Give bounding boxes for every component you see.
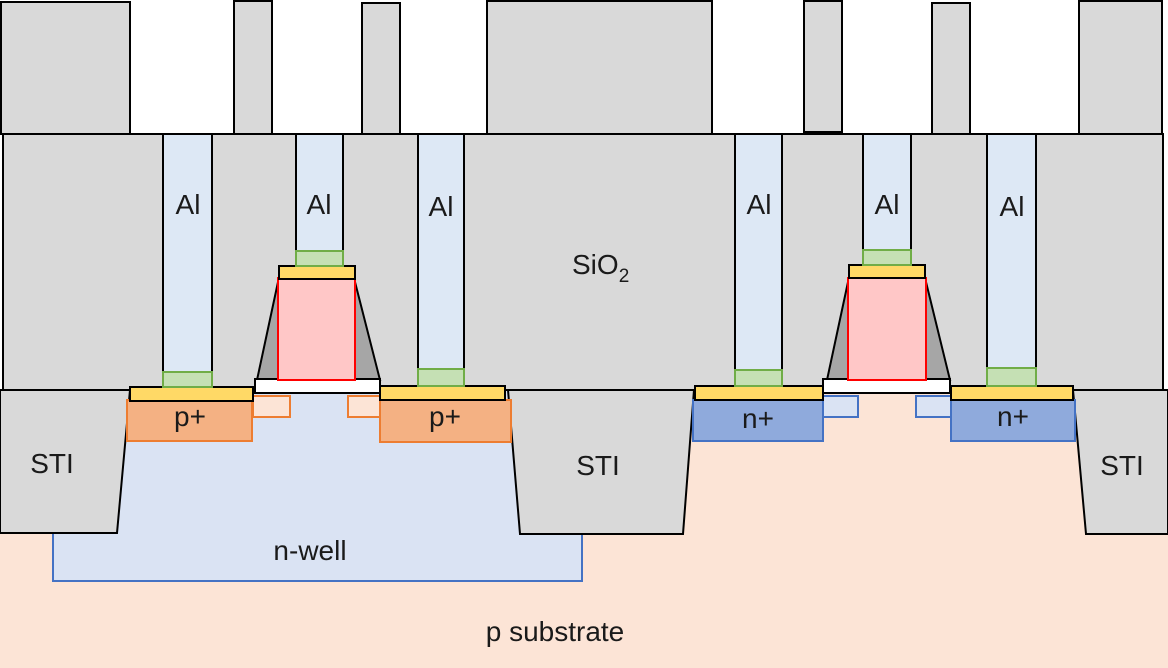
p-plus-label: p+ [174, 401, 206, 432]
gate-oxide [822, 378, 951, 394]
n-ldd-left [822, 395, 859, 418]
top-oxide-block [1078, 0, 1163, 135]
top-oxide-blocks [0, 0, 1163, 135]
top-oxide-block [931, 2, 971, 135]
barrier-layers [162, 249, 1037, 388]
aluminum-contact [734, 133, 783, 372]
top-oxide-block [233, 0, 273, 135]
silicide-pad [129, 386, 254, 402]
p-substrate-label: p substrate [486, 616, 625, 647]
aluminum-contact [862, 133, 912, 252]
silicide-pad [694, 385, 824, 401]
silicide-pad [950, 385, 1074, 401]
n-well-label: n-well [273, 535, 346, 566]
top-oxide-block [0, 1, 131, 135]
polysilicon-gate [277, 277, 356, 381]
barrier-layer [417, 368, 465, 387]
aluminum-contacts [162, 133, 1037, 374]
polysilicon-gate [847, 277, 927, 381]
barrier-layer [862, 249, 912, 266]
barrier-layer [734, 369, 783, 387]
aluminum-contact [295, 133, 344, 253]
silicide-pad [379, 385, 506, 401]
gate-silicide [848, 264, 926, 279]
al-label: Al [429, 191, 454, 222]
gate-silicide [278, 265, 356, 280]
gate-oxide [254, 378, 381, 394]
aluminum-contact [986, 133, 1037, 370]
al-label: Al [176, 189, 201, 220]
al-label: Al [747, 189, 772, 220]
sio2-label-base: SiO [572, 249, 619, 280]
sti-label: STI [576, 450, 620, 481]
sio2-label-subscript: 2 [619, 266, 630, 287]
top-oxide-block [803, 0, 843, 133]
al-label: Al [307, 189, 332, 220]
sti-label: STI [1100, 450, 1144, 481]
top-oxide-block [361, 2, 401, 135]
n-ldd-right [915, 395, 952, 418]
sti-label: STI [30, 448, 74, 479]
barrier-layer [162, 371, 213, 388]
sio2-label: SiO2 [572, 249, 629, 287]
nmos-gate-stack [822, 264, 952, 394]
n-plus-region-left [692, 399, 824, 442]
p-ldd-right [347, 395, 381, 418]
al-label: Al [875, 189, 900, 220]
barrier-layer [986, 367, 1037, 387]
aluminum-contact [417, 133, 465, 371]
n-plus-region-right [950, 399, 1076, 442]
aluminum-contact [162, 133, 213, 374]
p-ldd-left [252, 395, 291, 418]
p-plus-region-right [379, 399, 512, 443]
n-plus-label: n+ [742, 403, 774, 434]
top-oxide-block [486, 0, 713, 135]
p-plus-label: p+ [429, 401, 461, 432]
al-label: Al [1000, 191, 1025, 222]
pmos-gate-stack [254, 265, 382, 394]
n-plus-label: n+ [997, 401, 1029, 432]
barrier-layer [295, 250, 344, 267]
